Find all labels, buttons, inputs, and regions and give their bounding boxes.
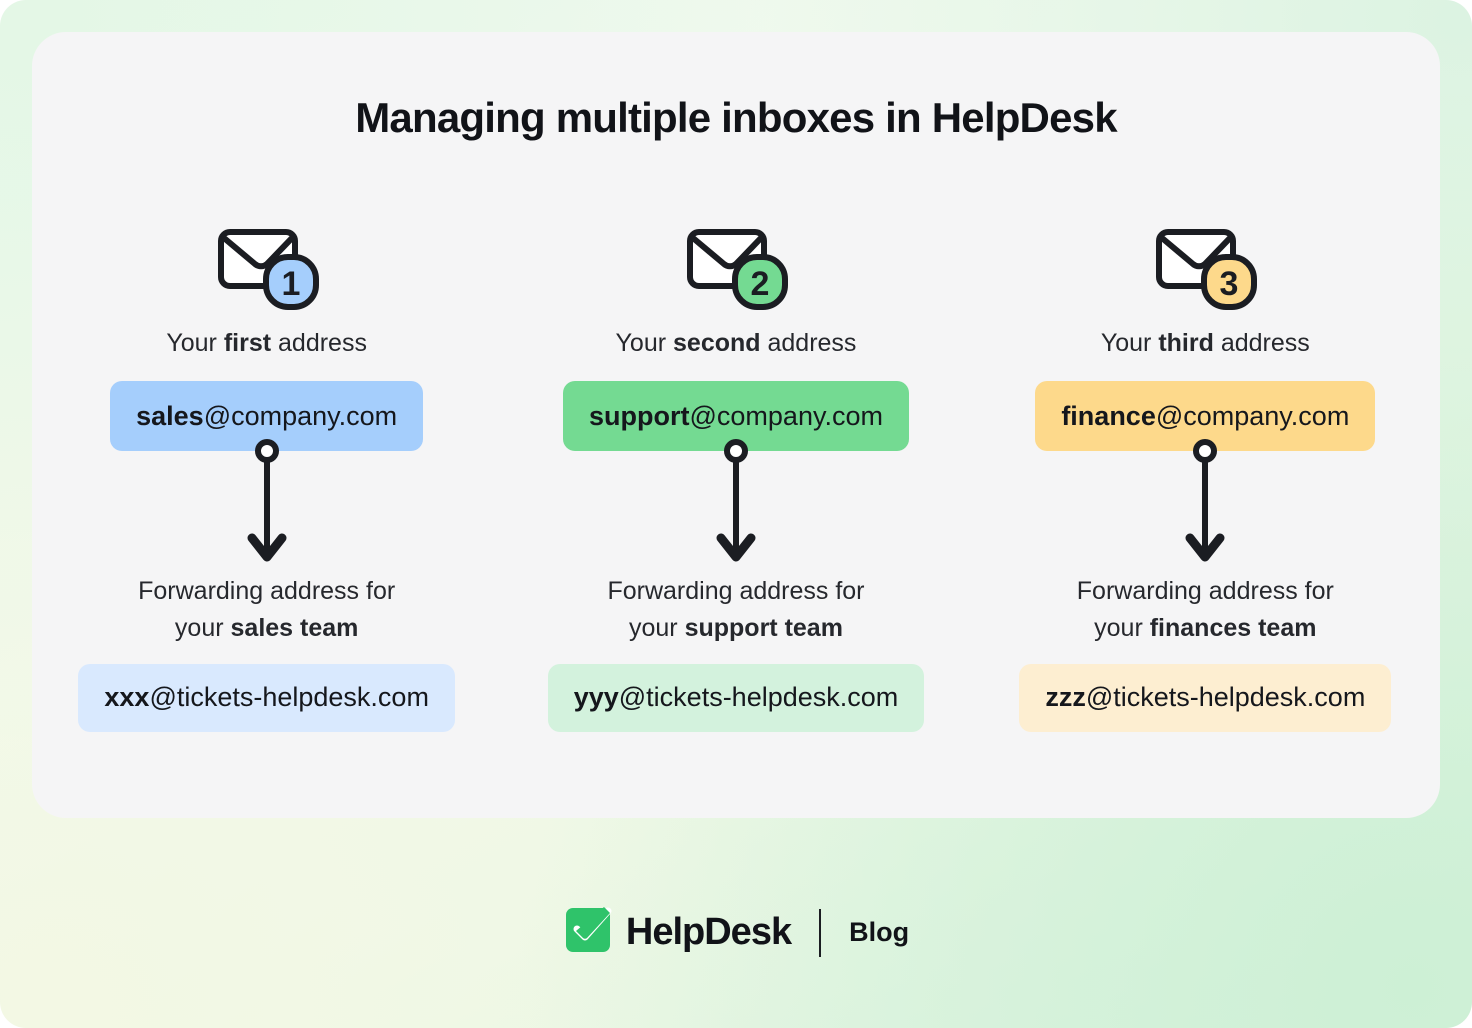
forward-local-1: xxx bbox=[104, 682, 150, 713]
envelope-badge-2-icon: 2 bbox=[681, 222, 791, 312]
forward-pill-3: zzz@tickets-helpdesk.com bbox=[1019, 663, 1392, 732]
caption-prefix: Your bbox=[166, 329, 224, 357]
forward-domain-3: @tickets-helpdesk.com bbox=[1085, 682, 1366, 713]
caption-suffix: address bbox=[1213, 329, 1310, 357]
envelope-badge-3-icon: 3 bbox=[1150, 222, 1260, 312]
column-1-caption: Your first address bbox=[166, 328, 367, 359]
content-card: Managing multiple inboxes in HelpDesk 1 … bbox=[32, 32, 1440, 818]
caption-suffix: address bbox=[271, 329, 367, 357]
caption-emphasis: second bbox=[673, 329, 761, 357]
forward-local-2: yyy bbox=[573, 682, 619, 713]
caption-suffix: address bbox=[760, 329, 857, 357]
footer: HelpDesk Blog bbox=[0, 905, 1472, 960]
inbox-column-3: 3 Your third address finance@company.com bbox=[971, 222, 1440, 732]
address-local-3: finance bbox=[1061, 400, 1156, 431]
forward-line2-prefix: your bbox=[629, 613, 685, 642]
forward-line-2: your finances team bbox=[1077, 610, 1334, 646]
forward-label-3: Forwarding address for your finances tea… bbox=[1077, 573, 1334, 646]
caption-prefix: Your bbox=[615, 329, 674, 357]
forward-domain-1: @tickets-helpdesk.com bbox=[149, 682, 429, 713]
forward-line2-emphasis: sales team bbox=[230, 613, 359, 642]
page-title: Managing multiple inboxes in HelpDesk bbox=[355, 94, 1117, 141]
connector-arrow-3 bbox=[1185, 439, 1225, 579]
inbox-columns: 1 Your first address sales@company.com bbox=[32, 222, 1440, 732]
column-3-caption: Your third address bbox=[1101, 328, 1310, 359]
forward-label-2: Forwarding address for your support team bbox=[607, 573, 864, 646]
connector-arrow-2 bbox=[716, 439, 756, 579]
forward-line2-prefix: your bbox=[1094, 613, 1150, 642]
forward-line-1: Forwarding address for bbox=[607, 577, 865, 606]
forward-line-1: Forwarding address for bbox=[1076, 577, 1334, 606]
caption-emphasis: third bbox=[1158, 329, 1214, 357]
address-domain-1: @company.com bbox=[203, 400, 398, 431]
blog-link[interactable]: Blog bbox=[849, 917, 910, 947]
caption-emphasis: first bbox=[223, 329, 272, 357]
address-domain-2: @company.com bbox=[689, 400, 883, 431]
forward-local-3: zzz bbox=[1045, 682, 1086, 713]
forward-line2-prefix: your bbox=[174, 613, 231, 642]
forward-line-1: Forwarding address for bbox=[138, 577, 396, 606]
forward-pill-1: xxx@tickets-helpdesk.com bbox=[78, 663, 455, 732]
svg-text:1: 1 bbox=[281, 265, 300, 303]
address-domain-3: @company.com bbox=[1155, 400, 1350, 431]
forward-line2-emphasis: support team bbox=[684, 613, 843, 642]
helpdesk-brand[interactable]: HelpDesk bbox=[563, 905, 792, 960]
helpdesk-check-logo-icon bbox=[563, 905, 613, 960]
inbox-column-1: 1 Your first address sales@company.com bbox=[32, 222, 501, 732]
brand-name: HelpDesk bbox=[625, 911, 792, 953]
caption-prefix: Your bbox=[1100, 329, 1159, 357]
forward-pill-2: yyy@tickets-helpdesk.com bbox=[547, 663, 925, 732]
address-pill-1: sales@company.com bbox=[110, 381, 424, 452]
forward-line-2: your support team bbox=[607, 610, 864, 646]
svg-text:2: 2 bbox=[751, 265, 770, 303]
forward-line2-emphasis: finances team bbox=[1149, 613, 1317, 642]
connector-arrow-1 bbox=[247, 439, 287, 579]
footer-divider bbox=[819, 908, 822, 957]
inbox-column-2: 2 Your second address support@company.co… bbox=[501, 222, 970, 732]
envelope-badge-1-icon: 1 bbox=[212, 222, 322, 312]
address-local-1: sales bbox=[136, 400, 204, 431]
address-local-2: support bbox=[589, 400, 690, 431]
column-2-caption: Your second address bbox=[616, 328, 857, 359]
svg-text:3: 3 bbox=[1220, 265, 1239, 303]
forward-domain-2: @tickets-helpdesk.com bbox=[618, 682, 899, 713]
forward-line-2: your sales team bbox=[138, 610, 395, 646]
address-pill-2: support@company.com bbox=[563, 381, 909, 452]
forward-label-1: Forwarding address for your sales team bbox=[138, 573, 395, 646]
